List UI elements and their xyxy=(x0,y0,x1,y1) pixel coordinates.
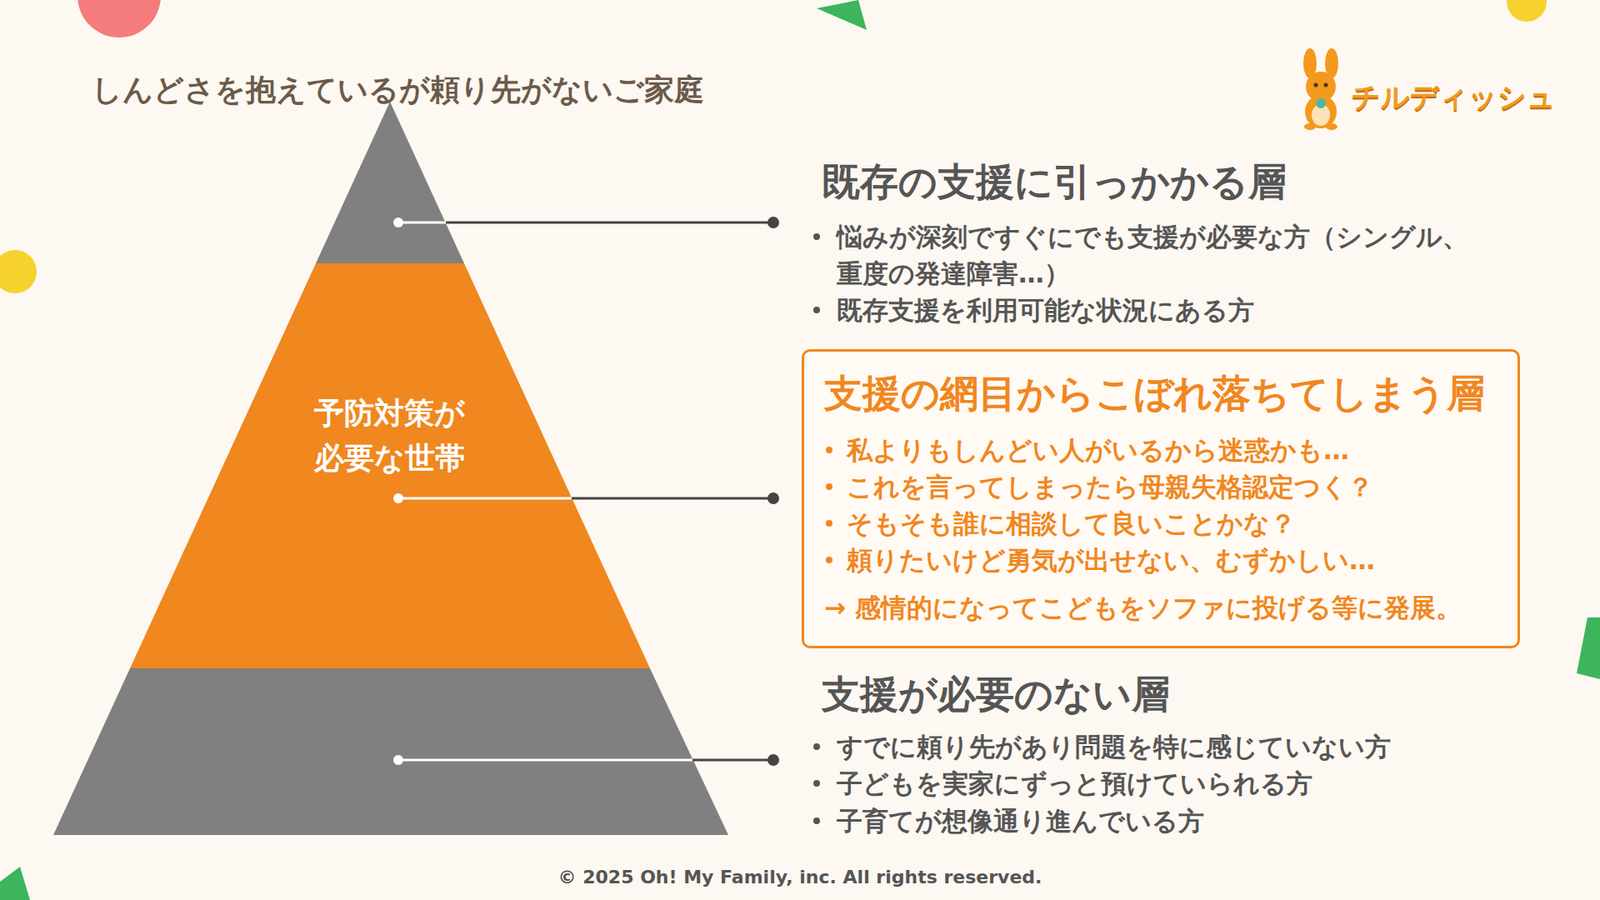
bullet-text: すでに頼り先があり問題を特に感じていない方 xyxy=(836,728,1391,765)
leader-line xyxy=(398,497,572,500)
result-note: → 感情的になってこどもをソファに投げる等に発展。 xyxy=(824,589,1462,626)
leader-dot xyxy=(393,493,404,504)
green-shape xyxy=(1576,617,1600,680)
bullet-dot xyxy=(825,520,833,527)
bullet-dot xyxy=(825,483,833,490)
bullet-row: これを言ってしまったら母親失格認定つく？ xyxy=(824,468,1498,505)
copyright-note: © 2025 Oh! My Family, inc. All rights re… xyxy=(0,865,1600,890)
leader-dot xyxy=(767,216,780,229)
mascot-icon xyxy=(1303,48,1339,130)
mascot-foot xyxy=(1325,123,1338,130)
band-label: 予防対策が 必要な世帯 xyxy=(310,390,470,481)
page-title: しんどさを抱えているが頼り先がないご家庭 xyxy=(91,71,705,109)
pyramid-middle-band: 予防対策が 必要な世帯 xyxy=(130,263,650,669)
bullet-text: 既存支援を利用可能な状況にある方 xyxy=(836,291,1255,329)
bullet-dot xyxy=(825,556,833,564)
leader-line xyxy=(398,759,693,762)
mascot-body xyxy=(1305,95,1337,129)
bullet-text: 子育てが想像通り進んでいる方 xyxy=(836,802,1205,840)
layer-heading: 支援が必要のない層 xyxy=(821,669,1170,720)
text-row: → 感情的になってこどもをソファに投げる等に発展。 xyxy=(824,589,1498,626)
bullet-text: 悩みが深刻ですぐにでも支援が必要な方（シングル、 重度の発達障害…） xyxy=(836,218,1470,292)
leader-dot xyxy=(393,217,404,228)
box-heading: 支援の網目からこぼれ落ちてしまう層 xyxy=(824,368,1485,419)
leader-dot xyxy=(767,754,780,766)
mascot-eye xyxy=(1314,83,1319,88)
logo-wordmark: チルディッシュ xyxy=(1351,80,1556,114)
bullet-dot xyxy=(813,780,820,787)
leader-line xyxy=(692,759,774,762)
text-row: 支援の網目からこぼれ落ちてしまう層 xyxy=(824,368,1498,419)
pink-circle xyxy=(77,0,161,38)
layer-heading: 既存の支援に引っかかる層 xyxy=(821,156,1287,207)
bullet-row: 私よりもしんどい人がいるから迷惑かも… xyxy=(824,431,1498,469)
mascot-eye xyxy=(1324,83,1329,88)
mascot-badge xyxy=(1315,98,1326,109)
green-shape xyxy=(0,866,30,900)
mascot-foot xyxy=(1304,123,1316,130)
bullet-row: 頼りたいけど勇気が出せない、むずかしい… xyxy=(824,541,1498,579)
bullet-dot xyxy=(813,233,820,240)
green-shape xyxy=(816,0,867,30)
band-fill xyxy=(130,263,650,669)
bullet-text: 頼りたいけど勇気が出せない、むずかしい… xyxy=(846,541,1375,579)
bullet-dot xyxy=(813,817,820,825)
bullet-dot xyxy=(813,743,820,750)
yellow-blob xyxy=(0,250,37,294)
leader-line xyxy=(571,497,774,500)
bullet-text: 子どもを実家にずっと預けていられる方 xyxy=(836,765,1313,802)
callout-box: 支援の網目からこぼれ落ちてしまう層私よりもしんどい人がいるから迷惑かも…これを言… xyxy=(801,349,1520,649)
bullet-text: 私よりもしんどい人がいるから迷惑かも… xyxy=(846,431,1350,469)
bullet-text: これを言ってしまったら母親失格認定つく？ xyxy=(846,468,1374,505)
bullet-dot xyxy=(825,446,833,454)
leader-dot xyxy=(393,755,404,765)
pyramid-bottom-band xyxy=(53,668,729,835)
pyramid-top-band xyxy=(315,101,465,264)
bullet-dot xyxy=(813,306,820,314)
leader-line xyxy=(398,221,446,225)
yellow-blob xyxy=(1506,0,1547,22)
bullet-text: そもそも誰に相談して良いことかな？ xyxy=(846,505,1296,542)
mascot-head xyxy=(1305,71,1336,102)
leader-line xyxy=(445,221,774,225)
bullet-row: そもそも誰に相談して良いことかな？ xyxy=(824,505,1498,542)
leader-dot xyxy=(767,492,780,505)
